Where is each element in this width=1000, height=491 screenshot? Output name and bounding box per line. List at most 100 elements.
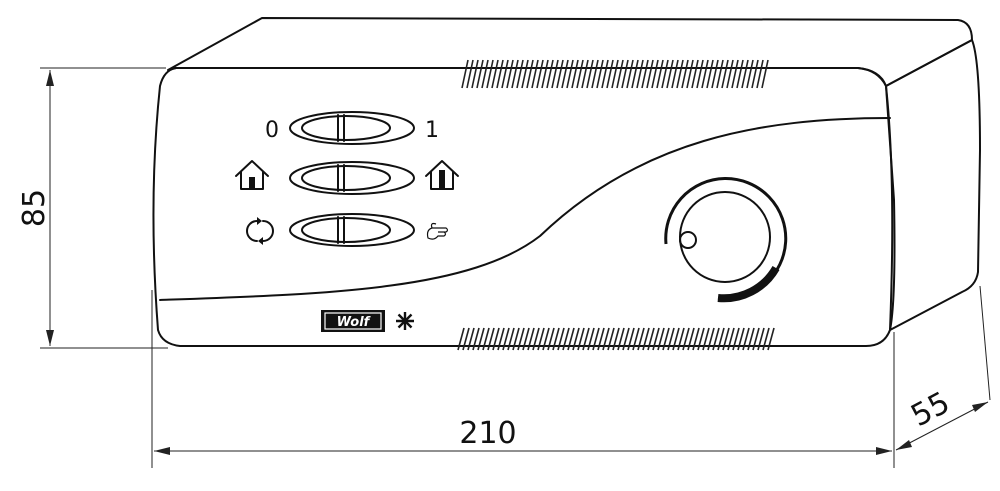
vent-slot <box>761 59 769 89</box>
house-low-icon <box>235 160 269 190</box>
switch-power-right-label: 1 <box>425 118 439 143</box>
vent-slot <box>472 327 480 351</box>
vent-slot <box>542 327 550 351</box>
vent-slot <box>682 327 690 351</box>
rotary-knob[interactable] <box>664 177 788 303</box>
vent-slot <box>497 327 505 351</box>
vent-slot <box>767 327 775 351</box>
vent-slot <box>666 59 674 89</box>
vent-slot <box>707 327 715 351</box>
vent-slot <box>662 327 670 351</box>
vent-slot <box>491 59 499 89</box>
vent-slot <box>706 59 714 89</box>
vent-slot <box>592 327 600 351</box>
vent-slot <box>511 59 519 89</box>
vent-slot <box>622 327 630 351</box>
vent-slot <box>672 327 680 351</box>
vent-slot <box>756 59 764 89</box>
vent-slot <box>531 59 539 89</box>
width-dimension-label: 210 <box>459 416 516 451</box>
depth-dimension-label: 55 <box>905 385 955 434</box>
vent-slot <box>562 327 570 351</box>
vent-slot <box>587 327 595 351</box>
vent-slot <box>691 59 699 89</box>
vent-slot <box>541 59 549 89</box>
brand-logo: Wolf <box>321 310 414 332</box>
vent-slot <box>536 59 544 89</box>
depth-dimension: 55 <box>895 285 991 451</box>
vent-slot <box>496 59 504 89</box>
vent-slot <box>752 327 760 351</box>
vent-slot <box>596 59 604 89</box>
vent-slot <box>657 327 665 351</box>
vent-slot <box>466 59 474 89</box>
vent-slot <box>671 59 679 89</box>
vent-slot <box>621 59 629 89</box>
vent-slot <box>552 327 560 351</box>
vent-slot <box>551 59 559 89</box>
vent-slot <box>602 327 610 351</box>
vent-slot <box>461 59 469 89</box>
vent-slot <box>726 59 734 89</box>
vent-slot <box>492 327 500 351</box>
switch-power-left-label: 0 <box>265 118 279 143</box>
width-dimension: 210 <box>151 290 895 468</box>
vent-slot <box>676 59 684 89</box>
vent-slot <box>612 327 620 351</box>
switch-function[interactable] <box>289 213 415 247</box>
switch-power[interactable] <box>289 111 415 145</box>
vent-slot <box>751 59 759 89</box>
vent-slot <box>687 327 695 351</box>
front-face <box>152 67 894 347</box>
vent-slot <box>516 59 524 89</box>
vent-slot <box>661 59 669 89</box>
vent-slot <box>701 59 709 89</box>
vent-slot <box>646 59 654 89</box>
vent-slot <box>716 59 724 89</box>
vent-slot <box>667 327 675 351</box>
vent-slot <box>631 59 639 89</box>
vent-slot <box>482 327 490 351</box>
height-dimension-label: 85 <box>17 189 52 227</box>
vent-slot <box>762 327 770 351</box>
vent-slot <box>512 327 520 351</box>
vent-slot <box>652 327 660 351</box>
vent-slot <box>577 327 585 351</box>
vent-slot <box>641 59 649 89</box>
vent-slot <box>721 59 729 89</box>
vent-slot <box>457 327 465 351</box>
vent-slot <box>647 327 655 351</box>
vent-slot <box>586 59 594 89</box>
vent-slot <box>526 59 534 89</box>
vent-slot <box>722 327 730 351</box>
vent-slot <box>537 327 545 351</box>
vent-slot <box>747 327 755 351</box>
vent-slot <box>601 59 609 89</box>
front-panel-curve <box>159 117 891 301</box>
vent-slot <box>476 59 484 89</box>
vent-slot <box>557 327 565 351</box>
vent-slot <box>606 59 614 89</box>
vent-slot <box>582 327 590 351</box>
vent-slot <box>717 327 725 351</box>
vent-slot <box>532 327 540 351</box>
vent-slot <box>462 327 470 351</box>
vent-slot <box>656 59 664 89</box>
vent-slot <box>616 59 624 89</box>
rotate-arrows-icon <box>246 217 274 245</box>
device-body <box>152 17 981 347</box>
vent-slot <box>522 327 530 351</box>
vent-slot <box>702 327 710 351</box>
vent-slot <box>607 327 615 351</box>
vent-slot <box>712 327 720 351</box>
vent-slot <box>681 59 689 89</box>
vent-slot <box>697 327 705 351</box>
side-face <box>885 39 981 331</box>
switch-mode[interactable] <box>289 161 415 195</box>
vent-slot <box>696 59 704 89</box>
vent-slot <box>736 59 744 89</box>
vent-slot <box>567 327 575 351</box>
vent-slot <box>571 59 579 89</box>
